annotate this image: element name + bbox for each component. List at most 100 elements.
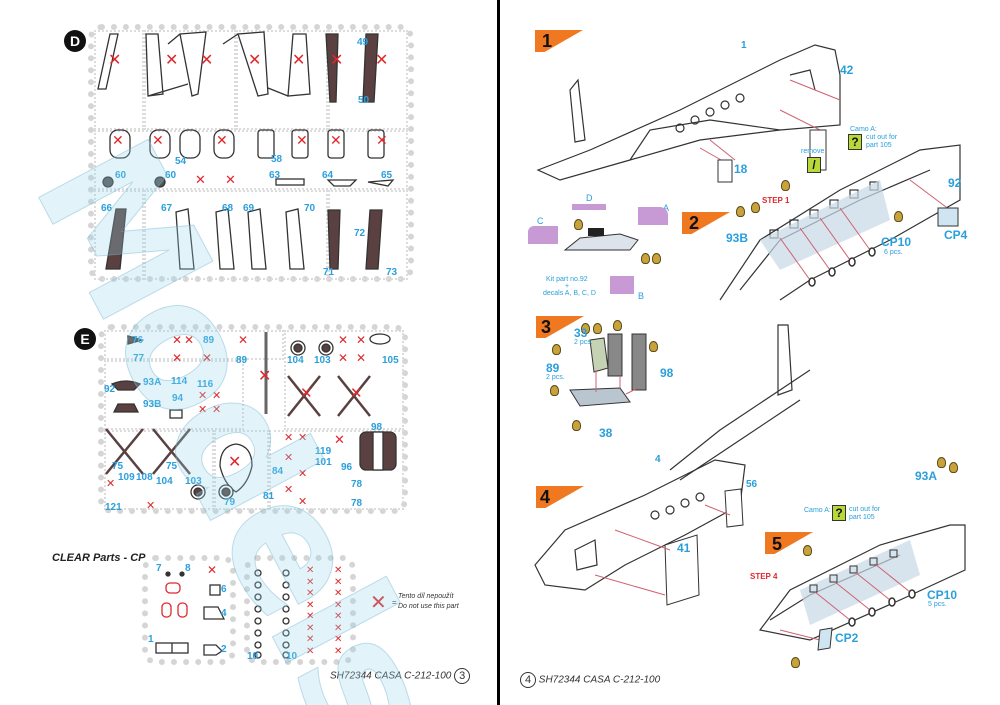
decal-b: [610, 276, 634, 294]
part-label: 98: [660, 366, 674, 380]
decal-c: [528, 226, 558, 244]
part-label: 56: [746, 479, 758, 490]
paint-icon: [613, 320, 622, 331]
decal-label: D: [586, 193, 593, 203]
part-label: 116: [197, 379, 214, 390]
camo-note-text: cut out for part 105: [866, 134, 898, 149]
part-label: 6: [221, 584, 227, 595]
panel-note-line1: Kit part no.92: [546, 276, 588, 283]
do-not-use-mark: ✕: [216, 133, 228, 149]
part-label: 49: [357, 37, 369, 48]
part-label: 58: [271, 154, 283, 165]
do-not-use-mark: ✕: [184, 333, 195, 347]
cross-symbol: ✕: [370, 590, 387, 614]
part-label: 114: [171, 376, 188, 387]
part-label: 89: [546, 361, 560, 375]
part-label: 65: [381, 170, 393, 181]
part-label: 33: [574, 326, 588, 340]
do-not-use-mark: ✕: [334, 433, 345, 448]
do-not-use-mark: ✕: [284, 431, 294, 444]
do-not-use-mark: ✕: [172, 333, 183, 347]
step-reference: STEP 1: [762, 196, 790, 205]
part-label: 70: [304, 203, 316, 214]
part-label: 94: [172, 393, 184, 404]
sprue-e-frame: [98, 324, 408, 514]
part-label: 84: [272, 466, 284, 477]
do-not-use-mark: ✕: [330, 50, 344, 69]
legend-czech: Tento díl nepoužít: [398, 593, 454, 600]
left-page: D: [0, 0, 497, 705]
part-label: 18: [734, 162, 748, 176]
do-not-use-mark: ✕: [207, 563, 218, 577]
part-label: 63: [269, 170, 281, 181]
fuselage-interior-art: [719, 144, 961, 301]
part-label: 92: [104, 384, 116, 395]
part-label: 78: [351, 479, 363, 490]
sprue-d-parts: [97, 31, 395, 270]
do-not-use-mark: ✕: [146, 499, 156, 512]
sprue-d-frame: [88, 24, 414, 282]
part-label: 108: [136, 472, 153, 483]
quantity-note: 5 pcs.: [928, 601, 947, 608]
part-label: CP2: [835, 631, 859, 645]
part-label: 75: [166, 461, 178, 472]
decal-label: B: [638, 291, 645, 301]
do-not-use-mark: ✕: [225, 173, 236, 188]
page-divider: [497, 0, 500, 705]
do-not-use-mark: ✕: [296, 133, 308, 149]
sprue-e-letter: E: [74, 328, 96, 350]
legend-english: Do not use this part: [398, 603, 459, 610]
step-reference: STEP 4: [750, 572, 778, 581]
do-not-use-mark: ✕: [298, 467, 308, 480]
paint-icon: [649, 341, 658, 352]
step-number: 5: [772, 534, 783, 554]
panel-note-line3: decals A, B, C, D: [543, 290, 596, 297]
do-not-use-mark: ✕: [112, 133, 124, 149]
paint-icon: [550, 385, 559, 396]
do-not-use-mark: ✕: [375, 50, 389, 69]
part-label: 38: [599, 426, 613, 440]
part-label: 60: [115, 170, 127, 181]
part-label: 89: [203, 335, 215, 346]
part-label: 4: [655, 454, 661, 465]
do-not-use-mark: ✕: [198, 389, 208, 402]
do-not-use-mark: ✕: [238, 333, 249, 347]
part-label: 71: [323, 267, 335, 278]
paint-icon: [949, 462, 958, 473]
part-label: 8: [185, 563, 191, 574]
paint-icon: [641, 253, 650, 264]
part-label: 76: [132, 335, 144, 346]
part-label: 104: [287, 355, 304, 366]
part-label: 79: [224, 497, 236, 508]
do-not-use-mark: ✕: [228, 452, 242, 471]
paint-icon: [552, 344, 561, 355]
decal-d: [572, 204, 606, 210]
left-footer: SH72344 CASA C-212-100 3: [330, 668, 471, 684]
part-label: 104: [156, 476, 173, 487]
part-label: 78: [351, 498, 363, 509]
question-icon: ?: [848, 134, 862, 150]
remove-note: remove: [801, 148, 825, 155]
part-label: 10: [286, 651, 298, 662]
paint-icon: [803, 545, 812, 556]
camo-note-text: cut out for part 105: [849, 506, 881, 521]
tail-section-art: [669, 324, 811, 481]
part-label: 50: [358, 95, 370, 106]
part-label: 81: [263, 491, 275, 502]
fuselage-interior-art-2: [758, 524, 966, 651]
step-number: 3: [541, 317, 552, 337]
instrument-panel-art: [563, 228, 639, 251]
do-not-use-mark: ✕: [284, 451, 294, 464]
clear-sprue-1: [142, 555, 236, 665]
do-not-use-mark: ✕: [330, 133, 342, 149]
paint-icon: [593, 323, 602, 334]
part-label: 96: [341, 462, 353, 473]
do-not-use-mark: ✕: [106, 477, 116, 490]
quantity-note: 2 pcs.: [546, 374, 565, 381]
part-label: 73: [386, 267, 398, 278]
part-label: 42: [840, 63, 854, 77]
part-label: CP4: [944, 228, 968, 242]
fuselage-rear-art: [536, 44, 841, 183]
part-label: 103: [185, 476, 202, 487]
clear-sprue-2: [244, 555, 356, 665]
